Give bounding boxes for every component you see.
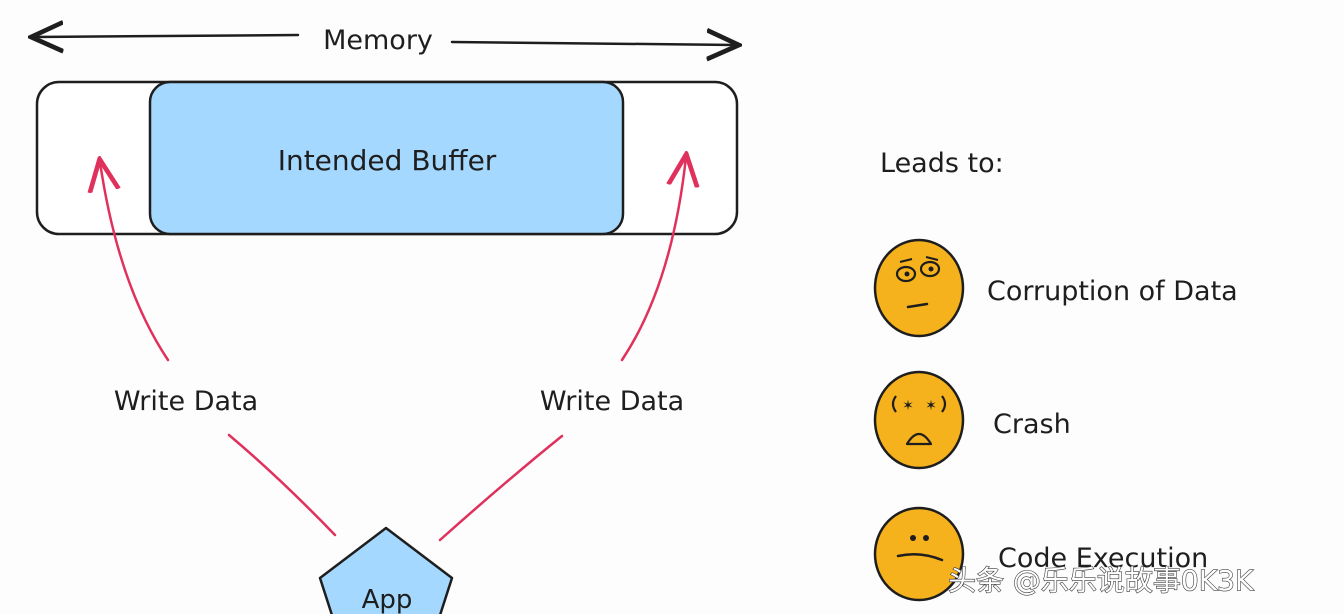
leads-to-label: Leads to:: [880, 148, 1004, 179]
write-arrow-right-lower: [438, 434, 564, 542]
memory-left-arrow: [34, 35, 300, 37]
write-arrow-right-upper: [620, 157, 686, 362]
shocked-face-icon: ✶ ✶: [873, 370, 965, 470]
outcome-code-execution-label: Code Execution: [998, 543, 1208, 574]
app-node: [318, 526, 454, 614]
intended-buffer: [148, 80, 625, 236]
intended-buffer-label: Intended Buffer: [278, 144, 497, 177]
write-data-label-right: Write Data: [540, 386, 684, 417]
write-data-label-left: Write Data: [114, 386, 258, 417]
sad-face-icon: [873, 506, 965, 602]
app-label: App: [362, 585, 413, 614]
memory-label: Memory: [323, 25, 433, 56]
outcome-corruption-label: Corruption of Data: [987, 276, 1238, 307]
outcome-crash-label: Crash: [993, 409, 1071, 440]
dizzy-face-icon: [873, 238, 965, 338]
memory-right-arrow: [450, 42, 736, 45]
svg-text:✶: ✶: [925, 398, 937, 414]
write-arrow-left-lower: [227, 433, 337, 537]
watermark-text: 头条 @乐乐说故事0K3K: [948, 564, 1254, 597]
write-arrow-left-upper: [100, 162, 170, 362]
svg-text:✶: ✶: [902, 398, 914, 414]
